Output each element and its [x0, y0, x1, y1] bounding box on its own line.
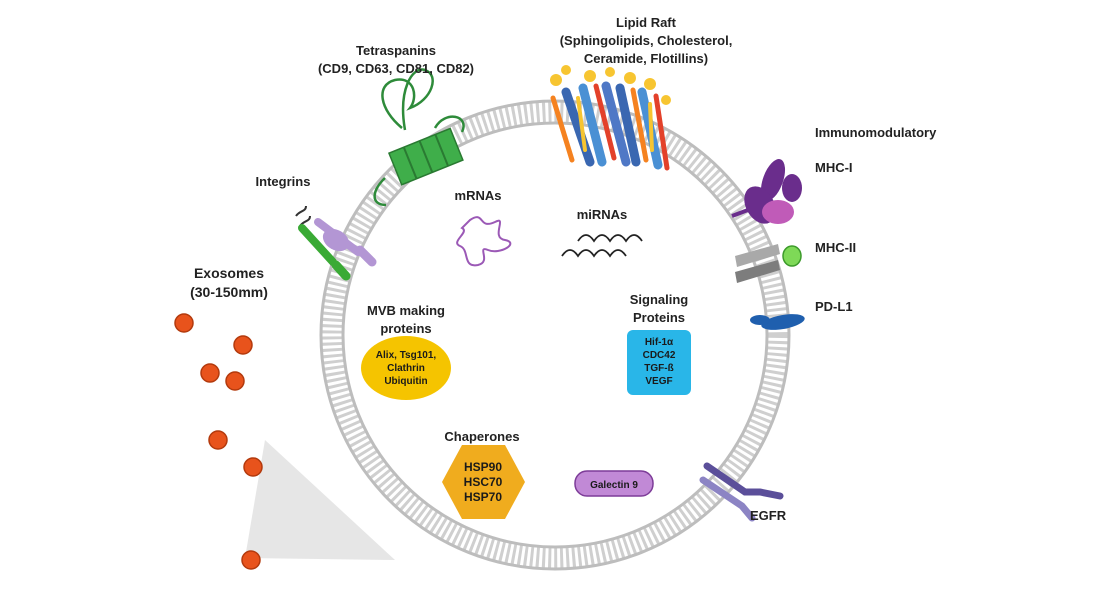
- pd-l1-protein: [750, 314, 805, 330]
- mhc-ii-label: MHC-II: [815, 240, 856, 255]
- egfr-protein: [699, 462, 784, 522]
- tetraspanins-detail: (CD9, CD63, CD81, CD82): [318, 61, 474, 76]
- exosome-dot: [241, 550, 261, 570]
- mhc-i-label: MHC-I: [815, 160, 853, 175]
- signaling-protein-box: [627, 330, 691, 395]
- lipid-raft-title: Lipid Raft: [616, 15, 677, 30]
- zoom-cone: [245, 440, 395, 560]
- mvb-title: MVB making: [367, 303, 445, 318]
- immunomodulatory-label: Immunomodulatory: [815, 125, 937, 140]
- egfr-label: EGFR: [750, 508, 787, 523]
- exosome-dot: [200, 363, 220, 383]
- mvb-title: proteins: [380, 321, 431, 336]
- tetraspanins-title: Tetraspanins: [356, 43, 436, 58]
- mvb-protein-line: Clathrin: [387, 363, 425, 374]
- mhc-i-protein: [731, 159, 802, 224]
- signaling-protein-line: CDC42: [643, 350, 676, 361]
- signaling-title: Proteins: [633, 310, 685, 325]
- mrnas-label: mRNAs: [455, 188, 502, 203]
- mvb-protein-line: Alix, Tsg101,: [376, 350, 437, 361]
- integrins-label: Integrins: [256, 174, 311, 189]
- tetraspanin-protein: [373, 68, 465, 207]
- exosomes-title: Exosomes: [194, 265, 264, 281]
- chaperone-line: HSC70: [464, 475, 503, 489]
- chaperone-line: HSP90: [464, 460, 502, 474]
- mirna-strands: [561, 234, 643, 258]
- exosome-dot: [233, 335, 253, 355]
- lipid-raft: [550, 65, 671, 171]
- mvb-protein-bubble: [361, 336, 451, 400]
- chaperones-label: Chaperones: [444, 429, 519, 444]
- integrin-protein: [295, 205, 377, 281]
- mvb-protein-line: Ubiquitin: [384, 376, 427, 387]
- chaperone-hexagon: [442, 445, 525, 519]
- galectin-label: Galectin 9: [590, 480, 638, 491]
- mirnas-label: miRNAs: [577, 207, 628, 222]
- signaling-protein-line: TGF-ß: [644, 363, 673, 374]
- exosome-dot: [174, 313, 194, 333]
- lipid-raft-detail: Ceramide, Flotillins): [584, 51, 708, 66]
- pd-l1-label: PD-L1: [815, 299, 853, 314]
- signaling-title: Signaling: [630, 292, 689, 307]
- lipid-raft-detail: (Sphingolipids, Cholesterol,: [560, 33, 733, 48]
- galectin-pill: [574, 470, 654, 497]
- signaling-protein-line: Hif-1α: [645, 337, 674, 348]
- signaling-protein-line: VEGF: [645, 376, 672, 387]
- mhc-ii-protein: [735, 244, 802, 283]
- exosome-dot: [243, 457, 263, 477]
- exosome-dots: [174, 313, 263, 570]
- exosome-dot: [225, 371, 245, 391]
- mrna-strand: [456, 216, 512, 267]
- exosomes-size: (30-150mm): [190, 284, 268, 300]
- chaperone-line: HSP70: [464, 490, 502, 504]
- exosome-dot: [208, 430, 228, 450]
